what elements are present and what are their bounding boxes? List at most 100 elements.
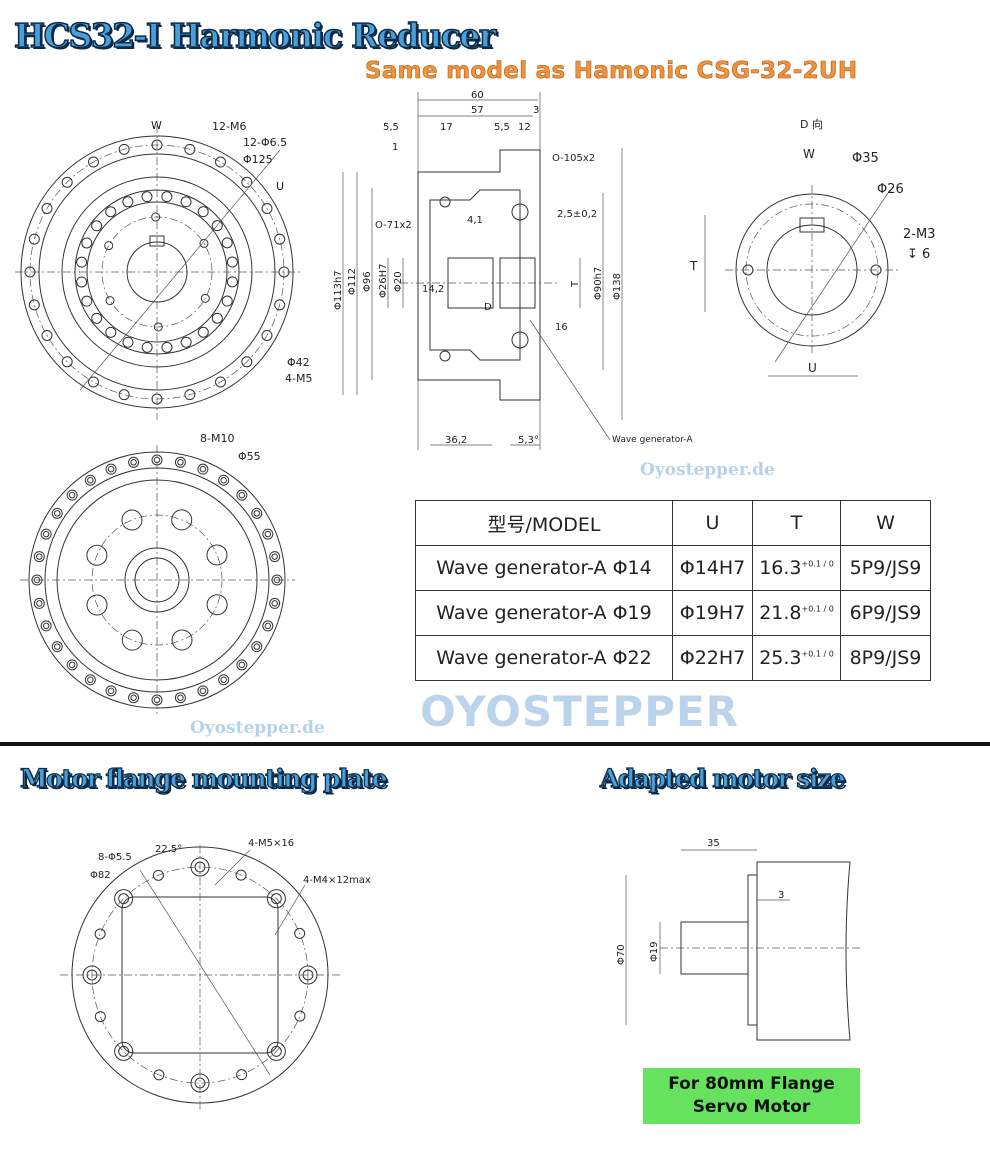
section-label: 3 [533,105,539,116]
bolt-hole [215,156,226,168]
section-label: 57 [471,105,484,116]
bolt-hole [206,544,228,566]
bolt-hole [184,389,196,401]
header-t: T [752,500,841,546]
bolt-hole [36,553,43,560]
bolt-hole [218,474,230,486]
page-subtitle: Same model as Hamonic CSG-32-2UH [365,58,858,85]
rear-view: 8-M10 Φ55 [20,432,295,715]
bolt-hole [199,687,207,695]
bolt-hole [161,191,173,203]
bolt-hole [271,553,278,560]
motor-size-drawing: 35 3 Φ70 Φ19 [616,838,860,1041]
bolt-hole [220,476,227,484]
table-row: Wave generator-A Φ22 Φ22H7 25.3+0.1 / 0 … [415,635,931,681]
bolt-hole [81,295,93,307]
cell-model: Wave generator-A Φ22 [415,635,673,681]
bolt-hole [180,336,192,348]
bolt-hole [36,600,43,607]
bolt-hole [53,643,61,650]
section-label: 5,5 [494,122,510,133]
motor-label: Φ70 [616,944,627,965]
flange-label: 4-M4×12max [303,875,371,886]
bolt-hole [118,389,130,401]
bolt-hole [294,1010,306,1022]
bolt-hole [40,528,52,540]
bolt-hole [274,233,286,245]
bolt-hole [236,1069,248,1081]
cell-u: Φ22H7 [672,635,753,681]
bolt-hole [221,237,233,249]
front-label: Φ42 [287,356,310,369]
front-label: 4-M5 [285,372,312,385]
section-label: Φ96 [362,271,373,292]
bolt-hole [151,212,161,222]
bolt-hole [114,889,134,909]
flange-label: 22.5° [155,844,182,855]
bolt-hole [197,685,209,697]
bolt-hole [42,530,50,538]
bolt-hole [40,620,52,632]
section-label: 1 [392,142,398,153]
rear-label: 8-M10 [200,432,234,445]
bolt-hole [211,220,223,232]
section-label: O-105x2 [552,153,595,164]
bolt-hole [33,551,45,563]
bolt-hole [266,1041,286,1061]
d-view: D 向 W Φ35 Φ26 2-M3 ↧ 6 T U [689,117,935,377]
section-label: 2,5±0,2 [557,209,597,220]
front-label: Φ125 [243,153,273,166]
bolt-hole [121,509,143,531]
header-u: U [672,500,753,546]
bolt-hole [130,694,137,701]
section-label: O-71x2 [375,220,412,231]
bolt-hole [114,1041,134,1061]
front-label: 12-Φ6.5 [243,136,287,149]
motor-size-title: Adapted motor size [599,763,846,793]
d-label: T [689,259,698,273]
bolt-hole [41,203,53,214]
bolt-hole [128,456,140,468]
bolt-hole [200,293,210,303]
bolt-hole [262,528,274,540]
bolt-hole [253,643,261,650]
section-label: Φ138 [612,273,623,300]
bolt-hole [274,299,286,311]
bolt-hole [105,685,117,697]
bolt-hole [68,661,76,669]
bolt-hole [220,676,227,684]
bolt-hole [226,276,238,288]
bolt-hole [51,507,63,519]
bolt-hole [270,893,282,905]
bolt-hole [53,510,61,517]
note-line: For 80mm Flange [668,1074,835,1094]
bolt-hole [235,869,247,881]
motor-flange-drawing: 8-Φ5.5 22.5° 4-M5×16 Φ82 4-M4×12max [60,838,371,1110]
bolt-hole [184,143,196,155]
section-view: 60 57 3 5,5 17 5,5 12 1 O-105x2 O-71x2 4… [333,90,693,450]
cell-u: Φ14H7 [672,545,753,591]
cell-t: 21.8+0.1 / 0 [752,590,841,636]
bolt-hole [153,322,163,332]
bolt-hole [51,641,63,653]
d-label: W [803,147,815,161]
motor-flange-title: Motor flange mounting plate [19,763,388,793]
bolt-hole [261,203,273,214]
page-title: HCS32-I Harmonic Reducer [13,16,497,55]
section-label: Φ26H7 [378,264,389,298]
bolt-hole [253,510,261,517]
flange-label: Φ82 [90,870,111,881]
bolt-hole [28,299,40,311]
bolt-hole [88,376,99,388]
bolt-hole [269,551,281,563]
section-label: 5,3° [518,435,539,446]
bolt-hole [236,489,248,501]
d-label: ↧ 6 [907,247,930,262]
bolt-hole [271,600,278,607]
section-label: Φ113h7 [333,270,344,310]
bolt-hole [91,220,103,232]
bolt-hole [66,489,78,501]
motor-label: 35 [707,838,720,849]
bolt-hole [61,176,73,188]
cell-t: 25.3+0.1 / 0 [752,635,841,681]
